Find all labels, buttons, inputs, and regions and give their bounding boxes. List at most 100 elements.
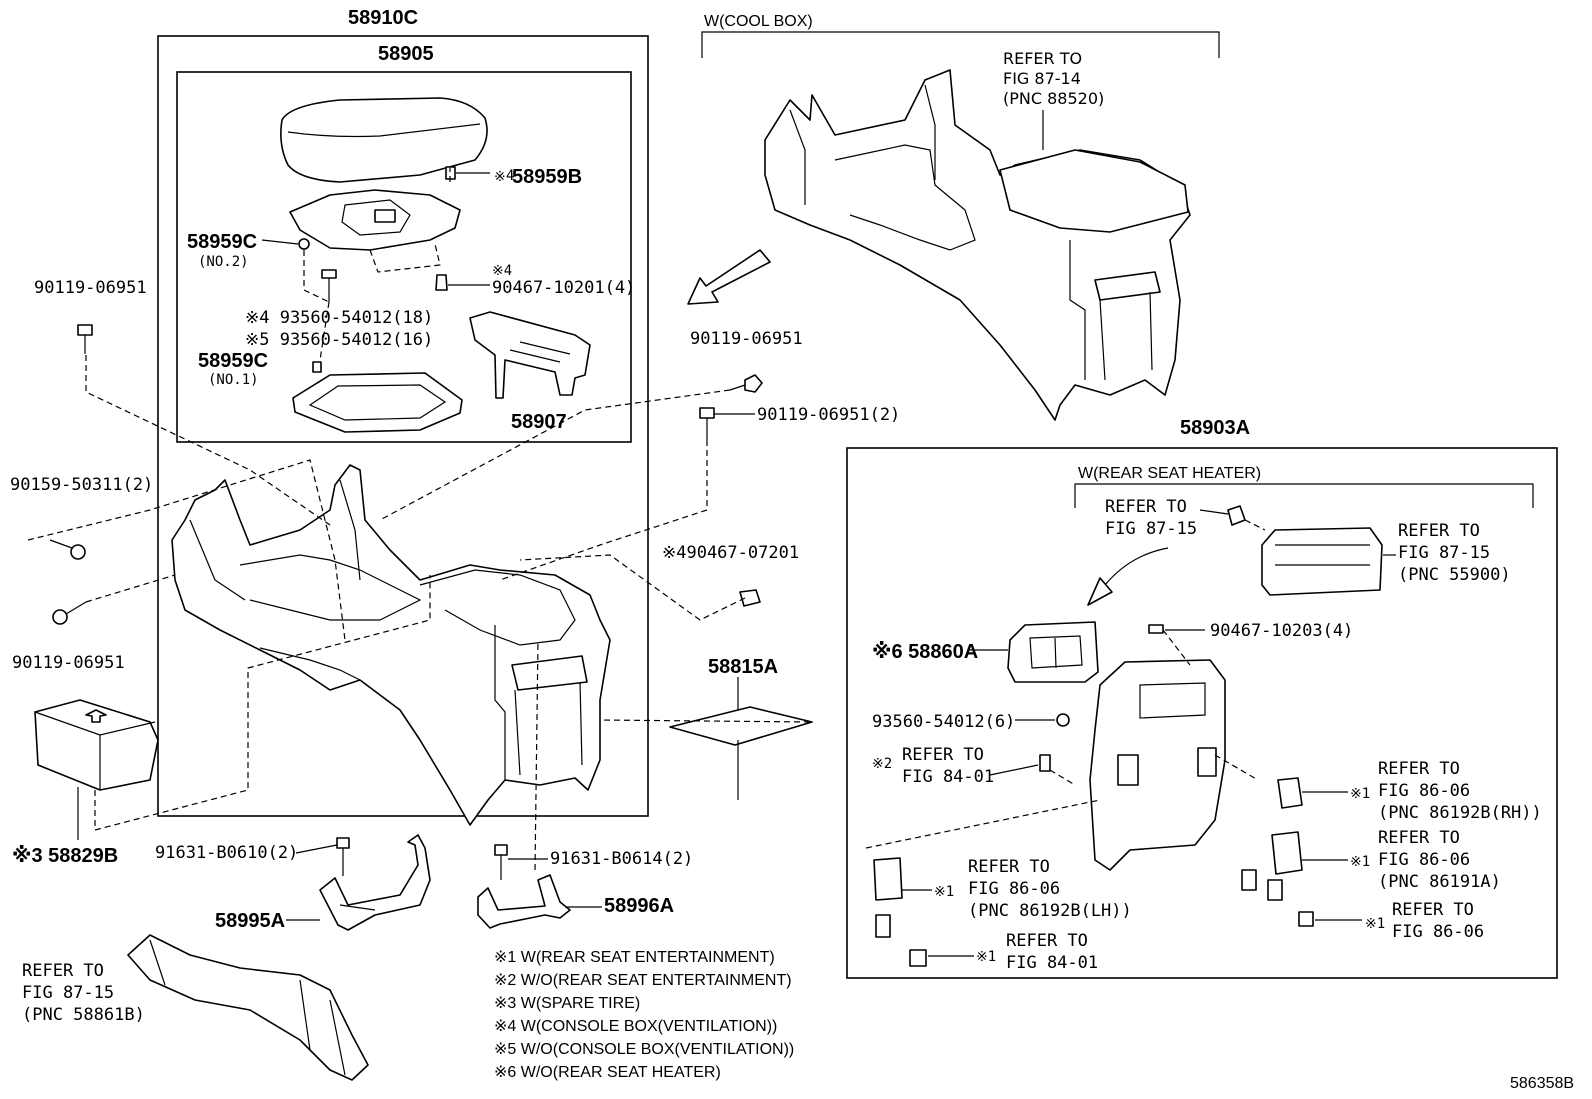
assembly-dashed-lines — [27, 168, 1266, 880]
right-refer5-line1[interactable]: REFER TO — [1378, 828, 1460, 848]
right-refer5-line2[interactable]: FIG 86-06 — [1378, 850, 1470, 870]
part-label-90467-07201[interactable]: ※490467-07201 — [662, 543, 799, 563]
clip-86-06 — [1298, 911, 1314, 927]
bolt-90119-left-top — [77, 324, 93, 354]
armrest-lid-drawing — [280, 97, 488, 183]
right-refer3-line2[interactable]: FIG 84-01 — [902, 767, 994, 787]
part-label-93560-18[interactable]: ※4 93560-54012(18) — [245, 308, 433, 328]
mat-58815A-drawing — [669, 706, 813, 746]
lid-hinge-plate-drawing — [289, 189, 461, 273]
part-label-93560-16[interactable]: ※5 93560-54012(16) — [245, 330, 433, 350]
bracket-58996A-drawing — [477, 874, 571, 929]
cool-box-label: W(COOL BOX) — [704, 13, 813, 30]
right-refer4-line1[interactable]: REFER TO — [1378, 759, 1460, 779]
part-label-no2: (NO.2) — [198, 254, 249, 270]
right-refer4-line2[interactable]: FIG 86-06 — [1378, 781, 1470, 801]
part-label-58959C-no2[interactable]: 58959C — [187, 231, 257, 253]
cool-box-console-drawing — [764, 69, 1191, 421]
cool-box-bracket — [701, 31, 1220, 58]
screw-93560 — [321, 269, 337, 302]
right-refer5-mark: ※1 — [1350, 854, 1370, 870]
screw-58959C-no2 — [298, 238, 310, 250]
leader-line — [261, 239, 299, 245]
part-label-90467-10201[interactable]: 90467-10201(4) — [492, 278, 635, 298]
part-label-90119-2[interactable]: 90119-06951(2) — [757, 405, 900, 425]
figure-id: 586358B — [1510, 1075, 1574, 1092]
right-refer7-line1[interactable]: REFER TO — [1392, 900, 1474, 920]
right-refer6-line3[interactable]: (PNC 86192B(LH)) — [968, 901, 1132, 921]
right-refer6-line2[interactable]: FIG 86-06 — [968, 879, 1060, 899]
switch-86192B-rh-drawing — [1277, 777, 1303, 809]
center-console-drawing — [171, 464, 611, 826]
part-label-90119-mid[interactable]: 90119-06951 — [690, 329, 803, 349]
clip-84-01-lower — [909, 949, 927, 967]
footnote-5: ※5 W/O(CONSOLE BOX(VENTILATION)) — [494, 1041, 794, 1058]
bolt-91631-0610 — [336, 837, 350, 849]
assembly-frame-58903A — [846, 447, 1558, 979]
direction-arrow — [1087, 547, 1169, 606]
part-label-58829B[interactable]: ※3 58829B — [12, 845, 118, 867]
part-label-58860A[interactable]: ※6 58860A — [872, 641, 978, 663]
part-label-90159[interactable]: 90159-50311(2) — [10, 475, 153, 495]
bracket-58995A-drawing — [319, 834, 431, 931]
switch-86192B-lh-drawing — [873, 857, 903, 938]
footnote-4: ※4 W(CONSOLE BOX(VENTILATION)) — [494, 1018, 777, 1035]
bolt-90159 — [49, 539, 86, 560]
clip-84-01-upper — [1039, 754, 1051, 772]
part-label-90119-left-bottom[interactable]: 90119-06951 — [12, 653, 125, 673]
assembly-label-58905[interactable]: 58905 — [378, 43, 434, 65]
right-refer1-line1[interactable]: REFER TO — [1105, 497, 1187, 517]
switch-86191A-drawing — [1241, 831, 1303, 901]
part-label-90119-left-top[interactable]: 90119-06951 — [34, 278, 147, 298]
duct-refer-line3[interactable]: (PNC 58861B) — [22, 1005, 145, 1025]
part-label-91631-0610[interactable]: 91631-B0610(2) — [155, 843, 298, 863]
storage-box-58829B-drawing — [34, 699, 159, 791]
right-refer7-mark: ※1 — [1365, 916, 1385, 932]
part-label-58995A[interactable]: 58995A — [215, 910, 285, 932]
part-label-58996A[interactable]: 58996A — [604, 895, 674, 917]
part-label-90467-10203[interactable]: 90467-10203(4) — [1210, 621, 1353, 641]
duct-refer-line1[interactable]: REFER TO — [22, 961, 104, 981]
right-refer7-line2[interactable]: FIG 86-06 — [1392, 922, 1484, 942]
clip-58959C-no1 — [312, 361, 322, 373]
screw-93560-6 — [1056, 713, 1070, 727]
clip-90467-10201 — [435, 274, 448, 291]
right-refer2-line2[interactable]: FIG 87-15 — [1398, 543, 1490, 563]
bolt-90119-2 — [699, 407, 715, 440]
cool-box-refer-line2[interactable]: FIG 87-14 — [1003, 69, 1081, 88]
right-refer2-line3[interactable]: (PNC 55900) — [1398, 565, 1511, 585]
tray-drawing — [292, 372, 463, 433]
right-refer8-line1[interactable]: REFER TO — [1006, 931, 1088, 951]
part-label-58959C-no1[interactable]: 58959C — [198, 350, 268, 372]
right-refer4-line3[interactable]: (PNC 86192B(RH)) — [1378, 803, 1542, 823]
right-refer3-mark: ※2 — [872, 756, 892, 772]
rear-duct-drawing — [127, 934, 369, 1081]
part-label-58959B[interactable]: 58959B — [512, 166, 582, 188]
right-refer4-mark: ※1 — [1350, 786, 1370, 802]
part-label-91631-0614[interactable]: 91631-B0614(2) — [550, 849, 693, 869]
clip-90467-07201 — [739, 589, 761, 607]
right-refer1-line2[interactable]: FIG 87-15 — [1105, 519, 1197, 539]
assembly-label-58903A[interactable]: 58903A — [1180, 417, 1250, 439]
assembly-label-58910C[interactable]: 58910C — [348, 7, 418, 29]
right-refer8-line2[interactable]: FIG 84-01 — [1006, 953, 1098, 973]
right-refer2-line1[interactable]: REFER TO — [1398, 521, 1480, 541]
assembly-frame-58905 — [176, 71, 632, 443]
part-label-58907[interactable]: 58907 — [511, 411, 567, 433]
rear-panel-drawing — [1089, 659, 1226, 871]
duct-refer-line2[interactable]: FIG 87-15 — [22, 983, 114, 1003]
cool-box-refer-line3[interactable]: (PNC 88520) — [1003, 89, 1104, 108]
footnote-6: ※6 W/O(REAR SEAT HEATER) — [494, 1064, 721, 1081]
right-refer5-line3[interactable]: (PNC 86191A) — [1378, 872, 1501, 892]
rear-seat-heater-label: W(REAR SEAT HEATER) — [1078, 465, 1261, 482]
right-refer3-line1[interactable]: REFER TO — [902, 745, 984, 765]
right-refer6-line1[interactable]: REFER TO — [968, 857, 1050, 877]
note-number: 4 — [506, 168, 514, 184]
cool-box-refer-line1[interactable]: REFER TO — [1003, 49, 1082, 68]
bolt-91631-0614 — [494, 844, 508, 856]
note-mark-4: ※4 — [492, 263, 512, 279]
part-label-58815A[interactable]: 58815A — [708, 656, 778, 678]
part-label-93560-6[interactable]: 93560-54012(6) — [872, 712, 1015, 732]
